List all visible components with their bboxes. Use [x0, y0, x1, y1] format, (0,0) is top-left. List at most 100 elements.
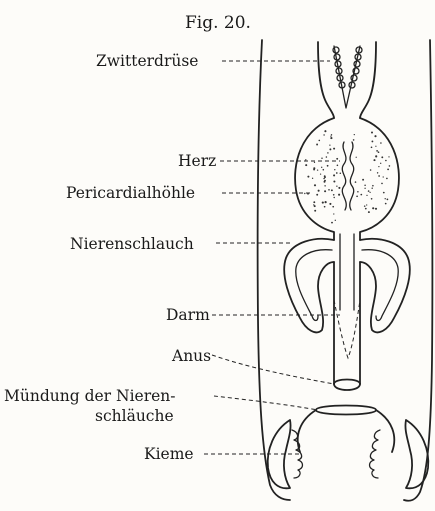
- stipple-dot: [331, 189, 333, 191]
- stipple-dot: [333, 197, 334, 198]
- stipple-dot: [356, 157, 357, 158]
- stipple-dot: [373, 159, 375, 161]
- stipple-dot: [372, 207, 374, 209]
- stipple-dot: [318, 140, 320, 142]
- label-nierenschlauch: Nierenschlauch: [70, 235, 194, 253]
- kieme-right: [370, 420, 429, 488]
- stipple-dot: [304, 193, 305, 194]
- stipple-dot: [366, 204, 367, 205]
- stipple-dot: [353, 139, 355, 141]
- stipple-dot: [321, 157, 322, 158]
- stipple-dot: [316, 194, 318, 196]
- stipple-dot: [333, 148, 335, 150]
- gonad-eggs: [333, 47, 362, 88]
- label-darm: Darm: [166, 306, 210, 324]
- stipple-dot: [331, 134, 332, 135]
- stipple-dot: [371, 140, 373, 142]
- stipple-dot: [386, 178, 388, 180]
- stipple-dot: [333, 180, 335, 182]
- anus-organ: [334, 380, 360, 391]
- stipple-dot: [385, 198, 386, 199]
- stipple-dot: [324, 190, 326, 192]
- label-herz: Herz: [178, 152, 216, 170]
- stipple-dot: [320, 173, 321, 174]
- stipple-dot: [330, 137, 332, 139]
- label-kieme: Kieme: [144, 445, 194, 463]
- stipple-dot: [323, 134, 324, 135]
- stipple-dot: [355, 181, 357, 183]
- stipple-dot: [325, 201, 327, 203]
- stipple-dot: [324, 206, 326, 208]
- stipple-dot: [375, 146, 376, 147]
- stipple-dot: [317, 169, 318, 170]
- stipple-dot: [375, 155, 377, 157]
- stipple-dot: [333, 174, 335, 176]
- stipple-dot: [313, 167, 315, 169]
- stipple-dot: [314, 184, 316, 186]
- stipple-dot: [329, 203, 331, 205]
- stipple-dot: [374, 135, 376, 137]
- stipple-dot: [321, 167, 322, 168]
- stipple-dot: [387, 199, 389, 201]
- stipple-dot: [336, 158, 338, 160]
- stipple-dot: [389, 165, 391, 167]
- stipple-dot: [371, 131, 373, 133]
- stipple-dot: [305, 164, 307, 166]
- stipple-dot: [368, 211, 370, 213]
- stipple-dot: [328, 189, 330, 191]
- stipple-dot: [338, 187, 340, 189]
- stipple-dot: [333, 213, 334, 214]
- stipple-dot: [387, 168, 389, 170]
- stipple-dot: [313, 201, 315, 203]
- stipple-dot: [329, 144, 330, 145]
- stipple-dot: [337, 165, 339, 167]
- stipple-dot: [314, 162, 315, 163]
- stipple-dot: [314, 210, 316, 212]
- stipple-dot: [314, 205, 316, 207]
- stipple-dot: [305, 159, 306, 160]
- stipple-dot: [381, 156, 383, 158]
- pericardium-stippling: [304, 130, 390, 223]
- stipple-dot: [329, 148, 331, 150]
- heart: [342, 142, 346, 210]
- stipple-dot: [370, 169, 372, 171]
- stipple-dot: [369, 192, 370, 193]
- stipple-dot: [364, 185, 366, 187]
- nieren-opening: [298, 406, 395, 453]
- leader-lines: [204, 61, 340, 454]
- label-zwitterdruese: Zwitterdrüse: [96, 52, 198, 70]
- stipple-dot: [364, 205, 366, 207]
- stipple-dot: [385, 160, 387, 162]
- stipple-dot: [336, 172, 338, 174]
- stipple-dot: [372, 185, 374, 187]
- stipple-dot: [371, 198, 373, 200]
- zwitterdruese-organ: [318, 42, 376, 118]
- stipple-dot: [334, 169, 335, 170]
- stipple-dot: [338, 194, 340, 196]
- stipple-dot: [378, 151, 380, 153]
- stipple-dot: [357, 191, 359, 193]
- stipple-dot: [316, 144, 318, 146]
- stipple-dot: [312, 178, 313, 179]
- stipple-dot: [333, 194, 335, 196]
- stipple-dot: [375, 208, 377, 210]
- stipple-dot: [324, 130, 326, 132]
- label-pericardialhoehle: Pericardialhöhle: [66, 184, 195, 202]
- stipple-dot: [362, 179, 364, 181]
- label-muendung-line1: Mündung der Nieren-: [4, 387, 176, 405]
- figure-title: Fig. 20.: [185, 13, 251, 33]
- stipple-dot: [380, 163, 381, 164]
- stipple-dot: [324, 185, 325, 186]
- stipple-dot: [376, 150, 378, 152]
- stipple-dot: [307, 176, 309, 178]
- stipple-dot: [388, 156, 389, 157]
- stipple-dot: [371, 187, 372, 188]
- stipple-dot: [366, 195, 367, 196]
- stipple-dot: [360, 194, 362, 196]
- label-muendung-line2: schläuche: [95, 407, 174, 425]
- stipple-dot: [326, 156, 328, 158]
- stipple-dot: [324, 181, 326, 183]
- pericardium: [295, 118, 399, 240]
